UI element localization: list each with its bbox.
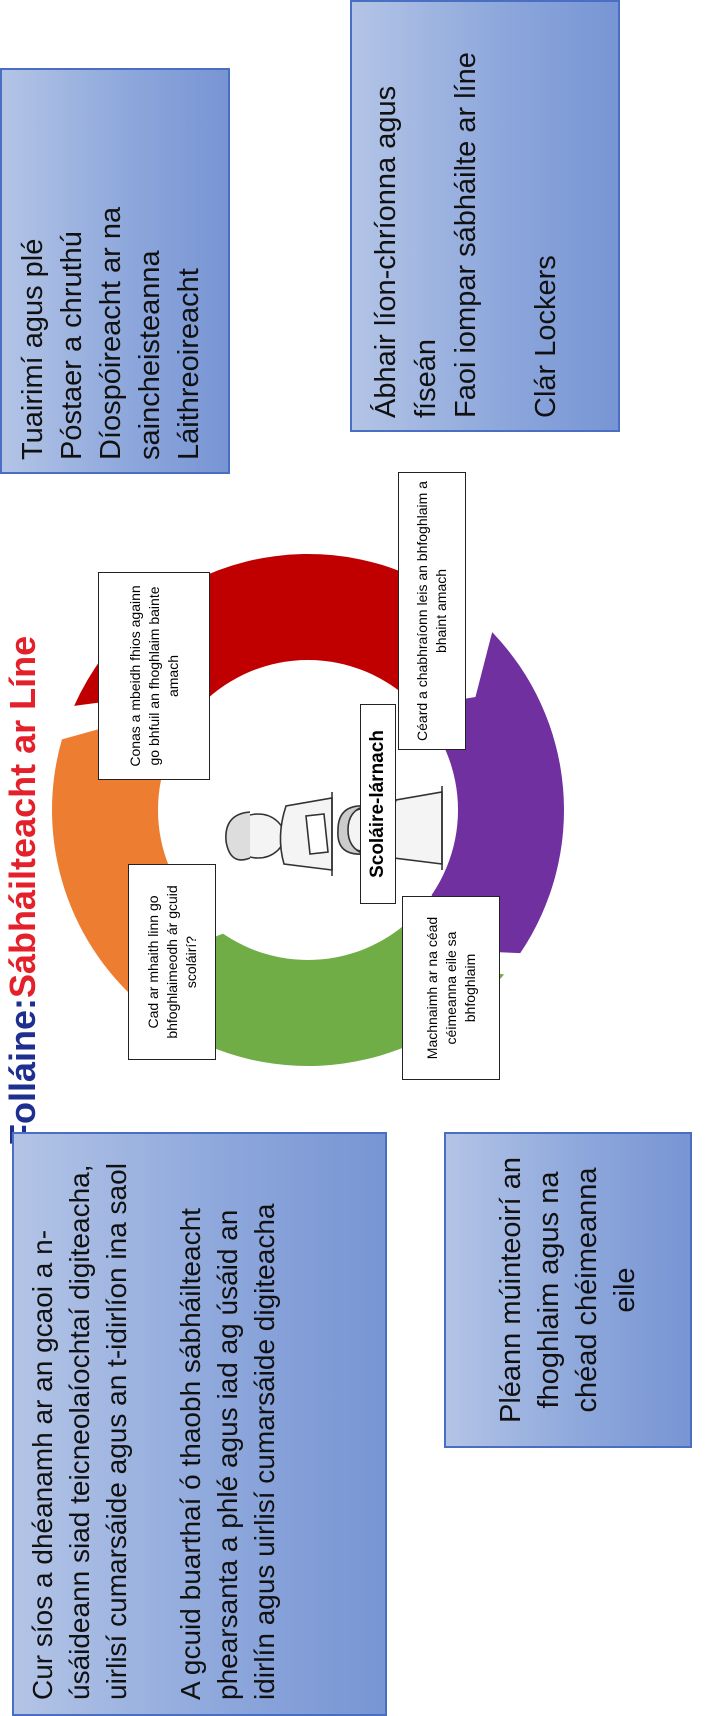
student-figure-icon: [225, 792, 333, 876]
cycle-step-3: Céard a chabhraíonn leis an bhfoghlaim a…: [398, 472, 466, 750]
center-label: Scoláire-lárnach: [360, 704, 396, 904]
center-label-text: Scoláire-lárnach: [367, 730, 388, 878]
cycle-step-2-text: Conas a mbeidh fhios againn go bhfuil an…: [126, 585, 181, 767]
cycle-step-3-text: Céard a chabhraíonn leis an bhfoghlaim a…: [414, 481, 449, 741]
cycle-step-1: Cad ar mhaith linn go bhfoghlaimeodh ár …: [128, 864, 216, 1060]
cycle-step-4-text: Machnaimh ar na céad céimeanna eile sa b…: [423, 916, 478, 1060]
cycle-step-2: Conas a mbeidh fhios againn go bhfuil an…: [98, 572, 210, 780]
cycle-step-1-text: Cad ar mhaith linn go bhfoghlaimeodh ár …: [144, 885, 199, 1039]
cycle-step-4: Machnaimh ar na céad céimeanna eile sa b…: [402, 896, 500, 1080]
